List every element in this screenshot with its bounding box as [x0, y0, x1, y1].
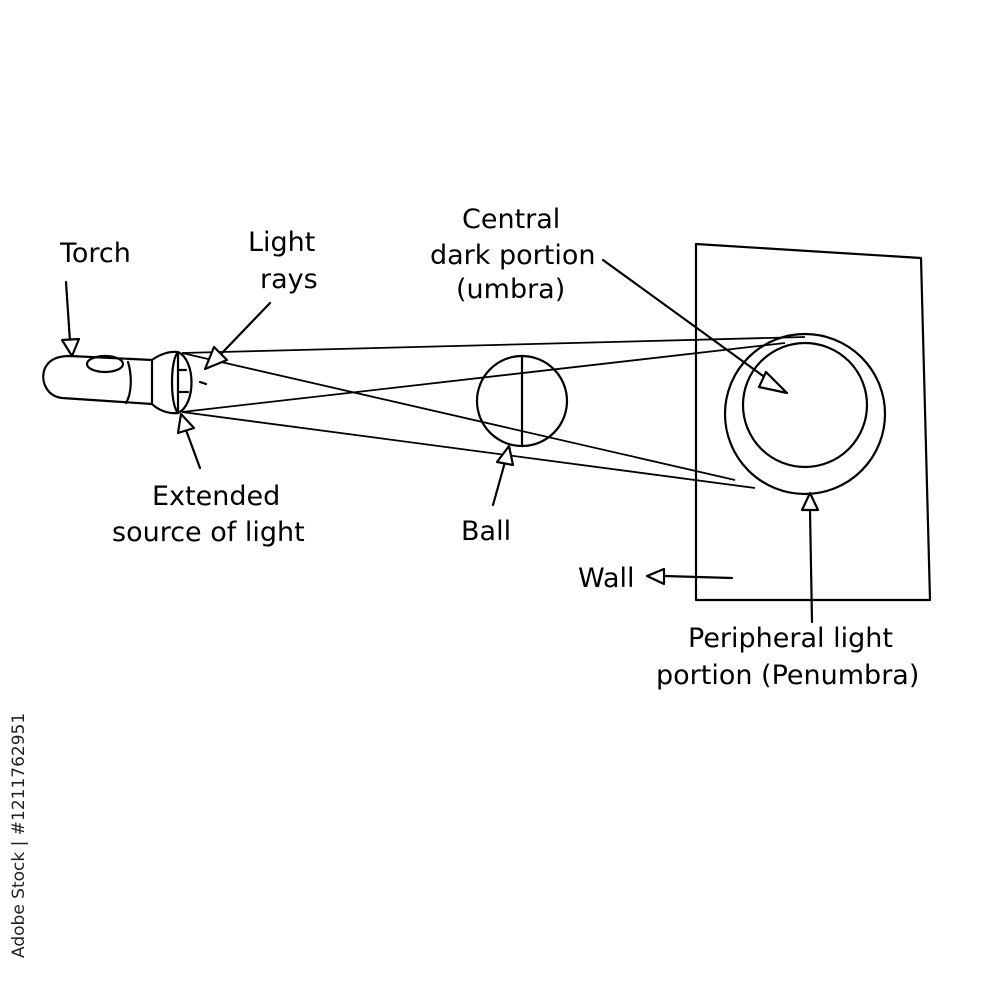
- label-penumbra-line2: portion (Penumbra): [656, 660, 919, 691]
- shadow-on-wall: [723, 332, 887, 496]
- source-arrow: [176, 412, 202, 470]
- torch: [42, 350, 208, 415]
- wall: [694, 242, 932, 602]
- label-umbra-line1: Central: [462, 204, 560, 235]
- torch-arrow: [60, 280, 81, 358]
- ball-arrow: [491, 444, 515, 507]
- penumbra-arrow: [800, 491, 820, 624]
- label-light-rays-line2: rays: [260, 264, 318, 295]
- wall-arrow: [645, 567, 734, 586]
- umbra-circle: [741, 341, 869, 469]
- side-caption: Adobe Stock | #1211762951: [9, 713, 29, 958]
- umbra-arrow: [601, 258, 789, 395]
- label-source-line1: Extended: [152, 481, 280, 512]
- label-light-rays-line1: Light: [248, 227, 315, 258]
- torch-switch: [85, 354, 125, 374]
- light-rays-arrow: [203, 301, 272, 371]
- label-umbra-line3: (umbra): [456, 274, 565, 305]
- label-penumbra-line1: Peripheral light: [688, 623, 893, 654]
- light-rays: [181, 336, 806, 489]
- label-ball: Ball: [461, 516, 511, 547]
- label-umbra-line2: dark portion: [430, 240, 595, 271]
- label-source-line2: source of light: [112, 517, 305, 548]
- label-wall: Wall: [578, 563, 635, 594]
- penumbra-circle: [723, 332, 887, 496]
- label-torch: Torch: [59, 238, 131, 269]
